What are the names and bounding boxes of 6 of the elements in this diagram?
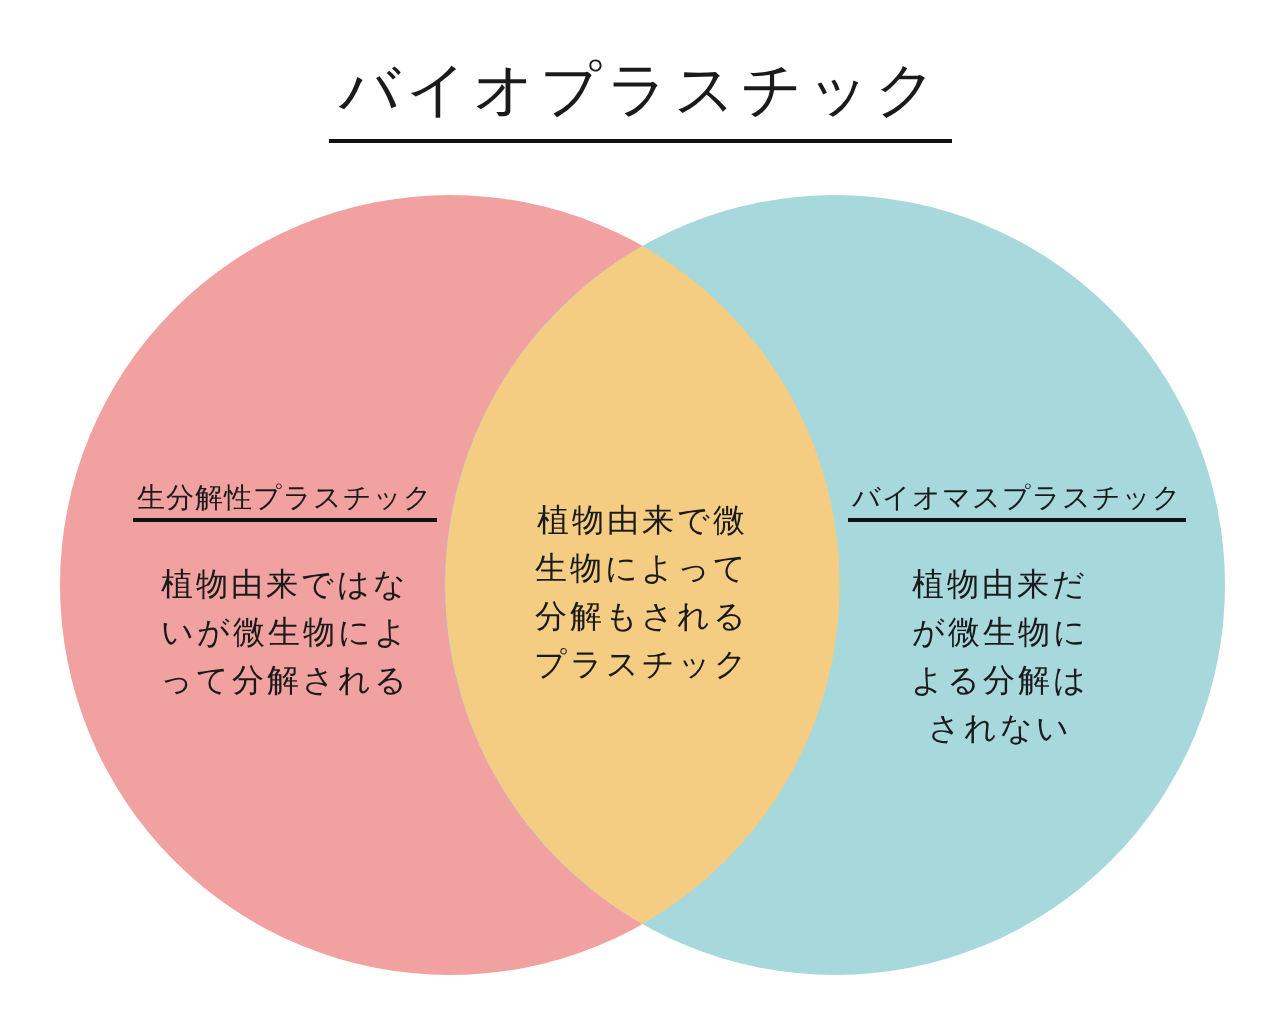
description-text: 植物由来で微生物によって分解もされるプラスチック — [533, 500, 751, 685]
diagram-title: バイオプラスチック — [328, 50, 952, 143]
description-text: 植物由来だが微生物による分解はされない — [910, 564, 1090, 749]
section-heading: バイオマスプラスチック — [848, 480, 1186, 523]
section-heading: 生分解性プラスチック — [133, 480, 437, 523]
description-text: 植物由来ではないが微生物によって分解される — [159, 564, 411, 701]
